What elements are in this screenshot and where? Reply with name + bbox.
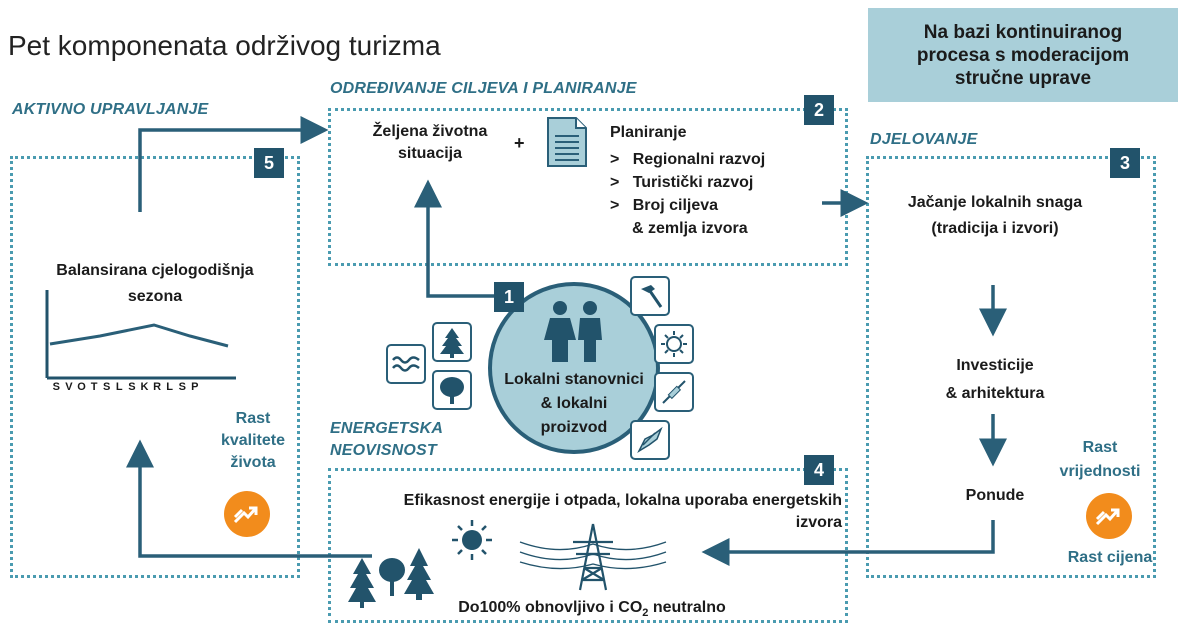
planning-title: Planiranje (610, 124, 687, 141)
section-4-box (328, 468, 848, 623)
energy-efficiency-text: Efikasnost energije i otpada, lokalna up… (403, 492, 842, 531)
balanced-season-title: Balansirana cjelogodišnja sezona (56, 262, 254, 305)
sun-icon (452, 520, 492, 560)
planning-item: > Turistički razvoj (610, 174, 754, 191)
syringe-icon (654, 372, 694, 412)
section-5-heading: AKTIVNO UPRAVLJANJE (12, 101, 209, 118)
strengthen-local-forces: Jačanje lokalnih snaga (tradicija i izvo… (907, 194, 1083, 237)
season-chart (45, 290, 236, 380)
planning-item: > Regionalni razvoj (610, 151, 766, 168)
power-pylon-icon (519, 523, 667, 591)
people-icon (544, 301, 602, 362)
document-icon (546, 116, 588, 168)
plus-sign: + (514, 133, 525, 153)
price-growth-label: Rast cijena (1067, 549, 1153, 566)
planning-list: > Regionalni razvoj > Turistički razvoj … (610, 148, 765, 240)
growth-arrow-icon (224, 491, 270, 537)
section-3-badge: 3 (1110, 148, 1140, 178)
value-growth-label: Rast vrijednosti (1059, 439, 1141, 480)
note-box: Na bazi kontinuiranog procesa s moderaci… (868, 8, 1178, 102)
renewable-co2-text: Do100% obnovljivo i CO2 neutralno (458, 599, 726, 620)
forest-icon (348, 548, 434, 608)
planning-item: & zemlja izvora (632, 220, 748, 237)
sun-icon (654, 324, 694, 364)
leaf-hand-icon (630, 420, 670, 460)
section-2-box (328, 108, 848, 266)
tree-icon (432, 322, 472, 362)
hammer-icon (630, 276, 670, 316)
section-4-badge: 4 (804, 455, 834, 485)
planning-item: > Broj ciljeva (610, 197, 719, 214)
section-1-badge: 1 (494, 282, 524, 312)
waves-icon (386, 344, 426, 384)
growth-arrow-icon (1086, 493, 1132, 539)
deciduous-tree-icon (432, 370, 472, 410)
section-5-box (10, 156, 300, 578)
desired-life-situation: Željena životna situacija (372, 123, 488, 162)
local-residents-label: Lokalni stanovnici & lokalni proizvod (504, 371, 644, 436)
section-4-heading: ENERGETSKA NEOVISNOST (330, 420, 444, 459)
section-5-badge: 5 (254, 148, 284, 178)
page-title: Pet komponenata održivog turizma (8, 30, 441, 61)
section-2-heading: ODREĐIVANJE CILJEVA I PLANIRANJE (330, 80, 637, 97)
offers: Ponude (965, 487, 1025, 504)
investments-architecture: Investicije & arhitektura (945, 357, 1045, 402)
quality-of-life-label: Rast kvalitete života (220, 410, 286, 471)
section-3-heading: DJELOVANJE (870, 131, 978, 148)
section-2-badge: 2 (804, 95, 834, 125)
section-3-box (866, 156, 1156, 578)
